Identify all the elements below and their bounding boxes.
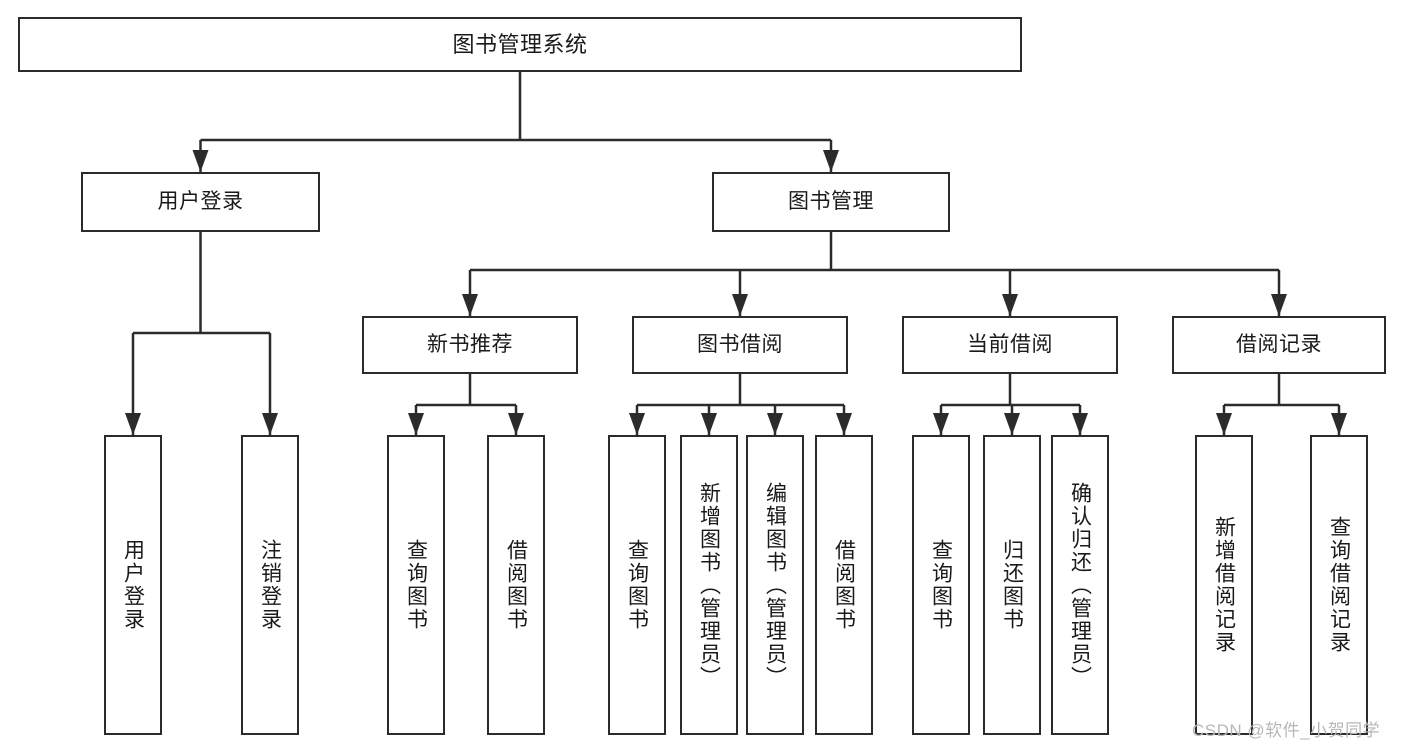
node-label: 借阅图书 [832, 539, 856, 631]
node-leaf-logout[interactable]: 注销登录 [241, 435, 299, 735]
node-label: 用户登录 [121, 539, 145, 631]
node-label: 图书管理系统 [452, 31, 588, 57]
node-leaf-borrow-book-rec[interactable]: 借阅图书 [487, 435, 545, 735]
node-book-manage[interactable]: 图书管理 [712, 172, 950, 232]
watermark: CSDN @软件_小贺同学 [1192, 721, 1381, 740]
node-label: 查询借阅记录 [1327, 516, 1351, 654]
node-label: 图书借阅 [697, 332, 783, 356]
node-label: 查询图书 [404, 539, 428, 631]
conn-bookmanage-to-level3-arrow-3 [1271, 294, 1287, 316]
node-label: 新书推荐 [427, 332, 513, 356]
node-leaf-query-book-cur[interactable]: 查询图书 [912, 435, 970, 735]
node-label: 借阅图书 [504, 539, 528, 631]
node-label: 新增借阅记录 [1212, 516, 1236, 654]
node-label: 查询图书 [625, 539, 649, 631]
node-root[interactable]: 图书管理系统 [18, 17, 1022, 72]
node-new-book-recommend[interactable]: 新书推荐 [362, 316, 578, 374]
node-label: 确认归还（管理员） [1068, 481, 1092, 689]
node-label: 借阅记录 [1236, 332, 1322, 356]
node-label: 查询图书 [929, 539, 953, 631]
conn-bookmanage-to-level3-arrow-1 [732, 294, 748, 316]
node-borrow-record[interactable]: 借阅记录 [1172, 316, 1386, 374]
node-leaf-query-record[interactable]: 查询借阅记录 [1310, 435, 1368, 735]
node-leaf-confirm-return[interactable]: 确认归还（管理员） [1051, 435, 1109, 735]
conn-userlogin-to-leaves-arrow-1 [262, 413, 278, 435]
conn-recommend-to-leaves-arrow-1 [508, 413, 524, 435]
conn-borrow-to-leaves-arrow-0 [629, 413, 645, 435]
node-label: 图书管理 [788, 189, 874, 213]
conn-recommend-to-leaves-arrow-0 [408, 413, 424, 435]
node-current-borrow[interactable]: 当前借阅 [902, 316, 1118, 374]
node-leaf-add-record[interactable]: 新增借阅记录 [1195, 435, 1253, 735]
conn-root-to-level2-arrow-0 [192, 150, 209, 172]
node-leaf-edit-book[interactable]: 编辑图书（管理员） [746, 435, 804, 735]
conn-current-to-leaves-arrow-0 [933, 413, 949, 435]
conn-borrow-to-leaves-arrow-2 [767, 413, 783, 435]
conn-bookmanage-to-level3-arrow-0 [462, 294, 478, 316]
node-label: 新增图书（管理员） [697, 481, 721, 689]
node-leaf-return-book[interactable]: 归还图书 [983, 435, 1041, 735]
node-leaf-add-book[interactable]: 新增图书（管理员） [680, 435, 738, 735]
node-label: 注销登录 [258, 539, 282, 631]
conn-root-to-level2-arrow-1 [823, 150, 839, 172]
conn-borrow-to-leaves-arrow-3 [836, 413, 852, 435]
conn-userlogin-to-leaves-arrow-0 [125, 413, 141, 435]
node-leaf-borrow-book[interactable]: 借阅图书 [815, 435, 873, 735]
node-label: 用户登录 [157, 189, 244, 213]
conn-record-to-leaves-arrow-1 [1331, 413, 1347, 435]
node-label: 编辑图书（管理员） [763, 481, 787, 689]
node-label: 当前借阅 [967, 332, 1053, 356]
node-book-borrow[interactable]: 图书借阅 [632, 316, 848, 374]
node-leaf-user-login[interactable]: 用户登录 [104, 435, 162, 735]
node-leaf-query-book-borrow[interactable]: 查询图书 [608, 435, 666, 735]
conn-borrow-to-leaves-arrow-1 [701, 413, 717, 435]
conn-current-to-leaves-arrow-2 [1072, 413, 1088, 435]
node-user-login[interactable]: 用户登录 [81, 172, 320, 232]
node-label: 归还图书 [1000, 539, 1024, 631]
conn-current-to-leaves-arrow-1 [1004, 413, 1020, 435]
conn-record-to-leaves-arrow-0 [1216, 413, 1232, 435]
node-leaf-query-book-rec[interactable]: 查询图书 [387, 435, 445, 735]
conn-bookmanage-to-level3-arrow-2 [1002, 294, 1018, 316]
